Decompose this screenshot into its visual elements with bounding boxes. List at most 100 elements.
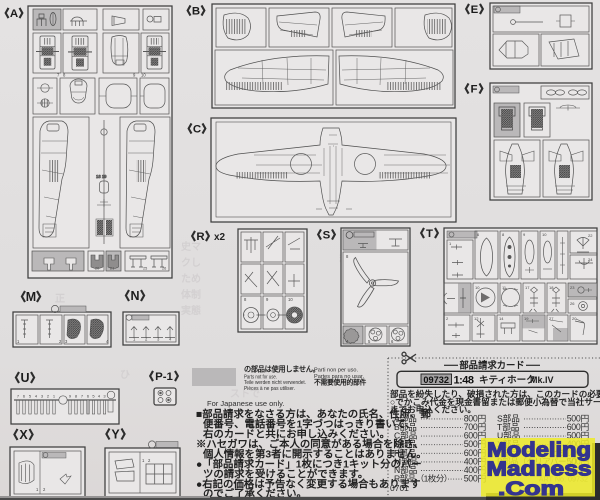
svg-text:600円: 600円 (567, 422, 590, 432)
svg-text:※ハセガワは、ご本人の同意がある場合を除き、: ※ハセガワは、ご本人の同意がある場合を除き、 (196, 438, 424, 451)
svg-text:14: 14 (499, 316, 504, 321)
svg-text:8: 8 (63, 73, 66, 78)
svg-text:400円: 400円 (464, 456, 487, 466)
svg-text:1: 1 (142, 458, 145, 463)
svg-text:x2: x2 (214, 232, 226, 243)
svg-text:ストで: ストで (230, 388, 260, 400)
svg-text:Parts not for use.: Parts not for use. (244, 375, 277, 381)
svg-text:4: 4 (35, 394, 38, 399)
svg-text:M部品: M部品 (394, 455, 418, 466)
svg-text:M: M (26, 290, 36, 304)
svg-text:T部品: T部品 (497, 421, 519, 432)
svg-text:2: 2 (446, 316, 449, 321)
svg-text:Y: Y (111, 427, 120, 441)
svg-text:4: 4 (346, 339, 349, 344)
svg-text:便番号、電話番号を1字づつはっきり書いて、: 便番号、電話番号を1字づつはっきり書いて、 (203, 418, 416, 431)
svg-text:C: C (193, 123, 201, 135)
svg-text:500円: 500円 (567, 431, 590, 441)
svg-text:9: 9 (133, 73, 136, 78)
svg-text:3: 3 (41, 394, 44, 399)
svg-text:700円: 700円 (464, 422, 487, 432)
svg-text:実態: 実態 (181, 304, 201, 317)
svg-text:10: 10 (542, 232, 547, 237)
svg-text:500円: 500円 (464, 474, 487, 484)
svg-text:部品を紛失したり、破損された方は、このカードの必要部品を: 部品を紛失したり、破損された方は、このカードの必要部品を (390, 388, 600, 399)
svg-text:18 19: 18 19 (96, 174, 107, 179)
svg-text:N部品: N部品 (394, 464, 417, 475)
svg-text:.Com: .Com (498, 479, 564, 500)
svg-text:までお申込ください。: までお申込ください。 (390, 403, 476, 414)
svg-text:U部品: U部品 (497, 430, 520, 441)
svg-text:9: 9 (523, 232, 526, 237)
svg-text:史マ: 史マ (181, 240, 201, 253)
svg-text:Madness: Madness (487, 459, 592, 481)
svg-text:17: 17 (525, 285, 530, 290)
svg-text:C部品: C部品 (394, 430, 417, 441)
svg-text:12: 12 (474, 316, 479, 321)
svg-text:20: 20 (95, 267, 99, 271)
svg-text:3: 3 (157, 337, 160, 342)
svg-text:1: 1 (449, 241, 452, 246)
svg-text:X: X (19, 428, 28, 442)
svg-text:A: A (10, 8, 18, 20)
svg-text:のでご了承ください。: のでご了承ください。 (203, 487, 307, 500)
svg-text:0701: 0701 (390, 483, 409, 493)
svg-text:6: 6 (23, 394, 26, 399)
svg-text:6: 6 (477, 232, 480, 237)
svg-text:600円: 600円 (464, 448, 487, 458)
svg-text:1: 1 (53, 394, 56, 399)
svg-text:800円: 800円 (464, 413, 487, 423)
svg-text:Partes para no usar.: Partes para no usar. (314, 374, 364, 380)
svg-text:Teile werden nicht verwendet.: Teile werden nicht verwendet. (244, 380, 306, 386)
svg-text:5: 5 (92, 394, 95, 399)
svg-text:3: 3 (65, 339, 68, 344)
svg-text:21: 21 (110, 267, 114, 271)
svg-text:右のカードと共にお申し込みください。: 右のカードと共にお申し込みください。 (203, 428, 390, 441)
svg-text:5: 5 (368, 339, 371, 344)
svg-text:24: 24 (588, 257, 593, 262)
svg-text:9: 9 (266, 297, 269, 302)
svg-text:500円: 500円 (464, 439, 487, 449)
svg-text:不需要使用的部件: 不需要使用的部件 (314, 378, 366, 387)
svg-text:6: 6 (391, 339, 394, 344)
svg-text:8: 8 (502, 232, 505, 237)
svg-text:26: 26 (570, 301, 575, 306)
svg-text:F部品: F部品 (394, 447, 416, 458)
svg-text:ンたした: ンたした (255, 466, 295, 478)
svg-text:1: 1 (36, 487, 39, 492)
svg-text:2: 2 (43, 487, 46, 492)
svg-text:S部品: S部品 (497, 412, 520, 423)
svg-text:E部品: E部品 (394, 438, 417, 449)
svg-text:F: F (471, 83, 478, 95)
svg-text:体制: 体制 (181, 288, 201, 301)
svg-text:Modeling: Modeling (487, 440, 591, 462)
svg-text:1:48: 1:48 (454, 375, 474, 387)
svg-text:4: 4 (98, 394, 101, 399)
svg-text:R部品（1枚分）: R部品（1枚分） (394, 473, 452, 484)
svg-text:B部品: B部品 (394, 421, 417, 432)
svg-text:18: 18 (549, 285, 554, 290)
svg-text:Mk.IV: Mk.IV (530, 375, 554, 385)
svg-text:26: 26 (162, 267, 166, 271)
svg-text:P-1: P-1 (155, 371, 173, 383)
svg-text:部品請求カード: 部品請求カード (459, 360, 524, 371)
svg-text:正: 正 (55, 293, 65, 305)
svg-text:Parti non per uso.: Parti non per uso. (314, 368, 358, 374)
svg-text:8: 8 (244, 297, 247, 302)
svg-text:4: 4 (169, 337, 172, 342)
svg-text:ツの請求を受けることができます。: ツの請求を受けることができます。 (203, 468, 368, 481)
svg-text:27: 27 (549, 316, 554, 321)
svg-text:23: 23 (570, 285, 575, 290)
svg-text:500円: 500円 (567, 413, 590, 423)
svg-text:2: 2 (47, 394, 50, 399)
svg-text:10: 10 (141, 73, 146, 78)
svg-text:キティホーク: キティホーク (479, 375, 536, 386)
svg-text:E: E (471, 4, 479, 16)
svg-text:税ち造に: 税ち造に (300, 445, 340, 458)
svg-text:19: 19 (524, 316, 529, 321)
svg-text:R: R (196, 231, 205, 243)
svg-text:式発さ: 式発さ (250, 420, 280, 433)
svg-text:●「部品請求カード」1枚につき1キット分のパー: ●「部品請求カード」1枚につき1キット分のパー (196, 458, 422, 471)
svg-text:2: 2 (145, 337, 148, 342)
svg-text:ひ: ひ (120, 370, 130, 381)
